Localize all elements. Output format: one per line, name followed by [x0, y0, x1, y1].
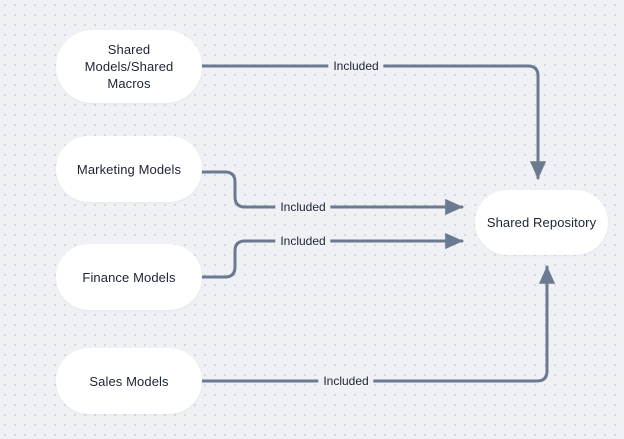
edge-path-sales-models: [200, 265, 556, 383]
node-label: Shared Models/Shared Macros: [84, 42, 174, 91]
edge-label-sales-models: Included: [318, 373, 374, 389]
node-shared-models[interactable]: Shared Models/Shared Macros: [56, 30, 202, 103]
edge-path-finance-models: [200, 232, 464, 279]
node-sales-models[interactable]: Sales Models: [56, 348, 202, 414]
node-finance-models[interactable]: Finance Models: [56, 244, 202, 310]
edge-path-shared-models: [200, 64, 547, 180]
node-marketing-models[interactable]: Marketing Models: [56, 136, 202, 202]
edge-label-shared-models: Included: [328, 58, 384, 74]
edge-label-finance-models: Included: [275, 233, 331, 249]
edge-label-marketing-models: Included: [275, 199, 331, 215]
node-label: Finance Models: [82, 269, 176, 285]
node-label: Shared Repository: [486, 215, 597, 230]
node-label: Marketing Models: [76, 161, 182, 177]
node-label: Sales Models: [89, 373, 169, 389]
edge-path-marketing-models: [200, 170, 464, 216]
node-shared-repository[interactable]: Shared Repository: [475, 190, 608, 255]
